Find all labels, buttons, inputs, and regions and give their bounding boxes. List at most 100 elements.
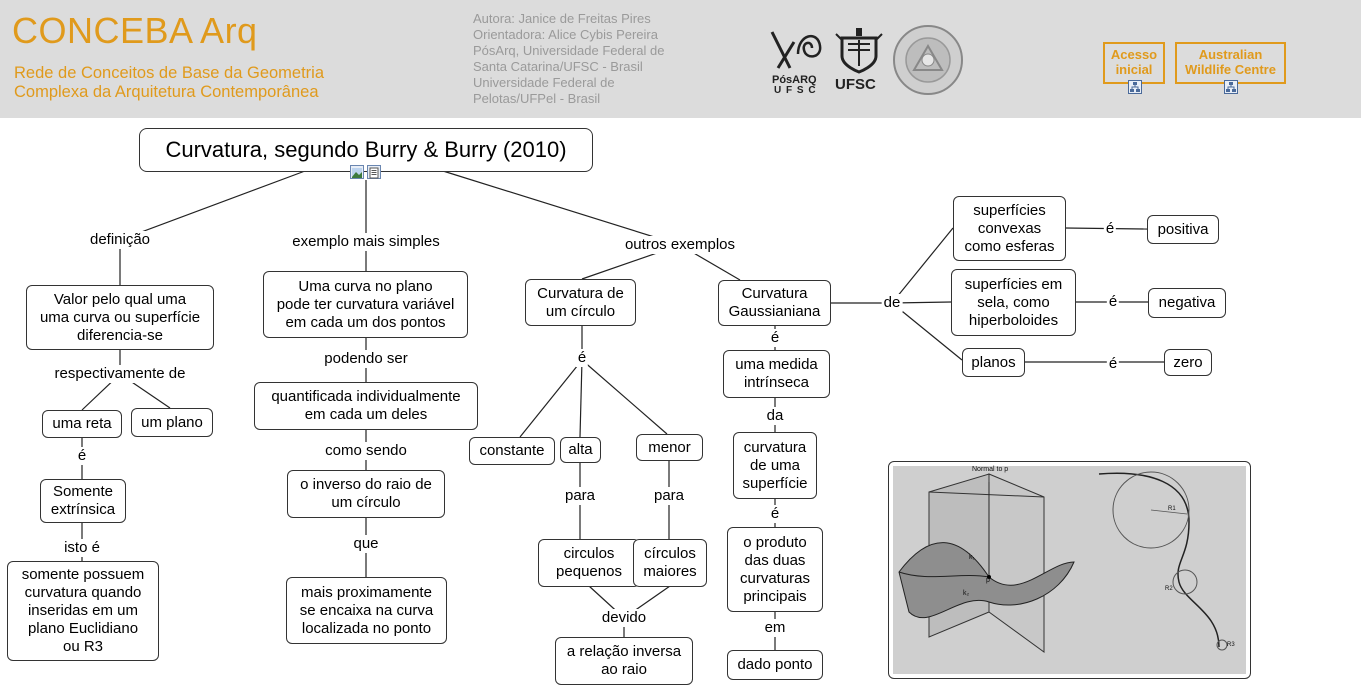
figure-label-r2: R2 — [1165, 586, 1173, 592]
curvature-illustration: Normal to p k₁ k₂ p R1 R2 R3 — [888, 461, 1251, 679]
link-label: definição — [87, 231, 153, 249]
concept-text: superfície — [742, 474, 808, 492]
concept-text: Gaussianiana — [728, 303, 821, 320]
concept-text: a relação inversa — [566, 643, 682, 660]
ufpel-seal-icon — [893, 25, 963, 95]
credit-line: Pelotas/UFPel - Brasil — [473, 91, 601, 106]
concept-text: superfícies — [973, 201, 1046, 219]
concept-text: pequenos — [556, 563, 622, 580]
link-label: é — [1106, 293, 1120, 311]
credit-line: Santa Catarina/UFSC - Brasil — [473, 59, 643, 74]
concept-text: curvatura quando — [24, 584, 142, 601]
concept-text: um círculo — [545, 302, 616, 320]
link-label: exemplo mais simples — [290, 233, 442, 251]
credit-line: PósArq, Universidade Federal de — [473, 43, 665, 58]
link-label: é — [75, 447, 89, 465]
concept-text: Curvatura de — [537, 284, 624, 302]
concept-node: menor — [636, 434, 703, 461]
wildlife-label-line: Wildlife Centre — [1185, 62, 1276, 77]
concept-text: como esferas — [964, 237, 1055, 255]
concept-text: se encaixa na curva — [299, 601, 434, 619]
concept-text: Uma curva no plano — [298, 277, 433, 295]
brand-title: CONCEBA Arq — [12, 10, 258, 51]
link-label: é — [1103, 220, 1117, 238]
link-label: isto é — [62, 539, 102, 557]
curvature-figure-drawing — [893, 466, 1246, 674]
figure-label-k2: k₂ — [963, 590, 970, 597]
link-label: podendo ser — [322, 350, 410, 368]
concept-node: uma medida intrínseca — [723, 350, 830, 398]
concept-text: ou R3 — [62, 638, 104, 655]
link-label: da — [764, 407, 786, 425]
concept-node: Curvatura Gaussianiana — [718, 280, 831, 326]
author-credits: Autora: Janice de Freitas Pires Orientad… — [473, 11, 703, 107]
concept-node: Uma curva no plano pode ter curvatura va… — [263, 271, 468, 338]
concept-text: Somente — [52, 483, 114, 500]
concept-text: superfícies em — [964, 275, 1063, 293]
concept-node: mais proximamente se encaixa na curva lo… — [286, 577, 447, 644]
document-resource-icon[interactable] — [367, 165, 381, 179]
figure-label-normal: Normal to p — [972, 466, 1009, 473]
concept-node: curvatura de uma superfície — [733, 432, 817, 499]
concept-text: uma curva ou superfície — [39, 308, 201, 326]
concept-node: constante — [469, 437, 555, 465]
concept-text: Curvatura — [741, 285, 808, 302]
credit-line: Autora: Janice de Freitas Pires — [473, 11, 651, 26]
concept-map-link-icon[interactable] — [1224, 80, 1238, 94]
ufsc-crest-icon — [835, 28, 883, 74]
concept-node: quantificada individualmente em cada um … — [254, 382, 478, 430]
concept-node: circulos pequenos — [538, 539, 640, 587]
concept-text: curvaturas — [739, 569, 811, 587]
ufsc-logo: UFSC — [834, 26, 886, 96]
concept-text: maiores — [643, 563, 697, 580]
map-title: Curvatura, segundo Burry & Burry (2010) — [139, 128, 593, 172]
tagline-line: Complexa da Arquitetura Contemporânea — [14, 83, 319, 101]
concept-node: um plano — [131, 408, 213, 437]
concept-text: curvatura — [743, 438, 807, 456]
concept-text: diferencia-se — [77, 326, 163, 344]
concept-node: uma reta — [42, 410, 122, 438]
concept-node: o inverso do raio de um círculo — [287, 470, 445, 518]
posarq-label: PósARQ — [772, 74, 817, 86]
link-label: respectivamente de — [52, 365, 188, 383]
concept-text: uma medida — [735, 356, 818, 373]
link-label: é — [575, 349, 589, 367]
link-label: que — [351, 535, 381, 553]
concept-text: o inverso do raio de — [300, 476, 432, 493]
concept-text: plano Euclidiano — [27, 620, 139, 637]
concept-node: superfícies em sela, como hiperboloides — [951, 269, 1076, 336]
concept-text: principais — [743, 587, 807, 605]
concept-node: planos — [962, 348, 1025, 377]
concept-text: inseridas em um — [27, 602, 139, 619]
concept-map-link-icon[interactable] — [1128, 80, 1142, 94]
link-label: para — [651, 487, 687, 505]
concept-node: zero — [1164, 349, 1212, 376]
image-resource-icon[interactable] — [350, 165, 364, 179]
link-label: outros exemplos — [622, 236, 738, 254]
concept-text: hiperboloides — [968, 311, 1059, 329]
concept-text: circulos — [563, 545, 615, 562]
figure-label-r3: R3 — [1227, 642, 1235, 648]
concept-node: superfícies convexas como esferas — [953, 196, 1066, 261]
link-label: como sendo — [323, 442, 409, 460]
concept-node: somente possuem curvatura quando inserid… — [7, 561, 159, 661]
concept-text: intrínseca — [743, 374, 810, 391]
concept-text: um círculo — [331, 494, 401, 511]
brand-tagline: Rede de Conceitos de Base da Geometria C… — [14, 64, 324, 102]
concept-text: convexas — [977, 219, 1042, 237]
acesso-label-line: Acesso — [1110, 47, 1158, 62]
figure-label-k1: k₁ — [969, 554, 975, 561]
concept-text: Valor pelo qual uma — [53, 290, 187, 308]
concept-text: o produto — [743, 533, 807, 551]
concept-text: localizada no ponto — [301, 619, 432, 637]
link-label: devido — [599, 609, 649, 627]
figure-label-p: p — [986, 577, 990, 584]
ufpel-seal — [892, 24, 964, 96]
concept-text: pode ter curvatura variável — [276, 295, 455, 313]
concept-text: somente possuem — [21, 566, 145, 583]
concept-node: círculos maiores — [633, 539, 707, 587]
concept-node: Curvatura de um círculo — [525, 279, 636, 326]
posarq-logo: PósARQ U F S C — [768, 24, 824, 96]
concept-text: círculos — [644, 545, 696, 562]
link-label: é — [768, 329, 782, 347]
